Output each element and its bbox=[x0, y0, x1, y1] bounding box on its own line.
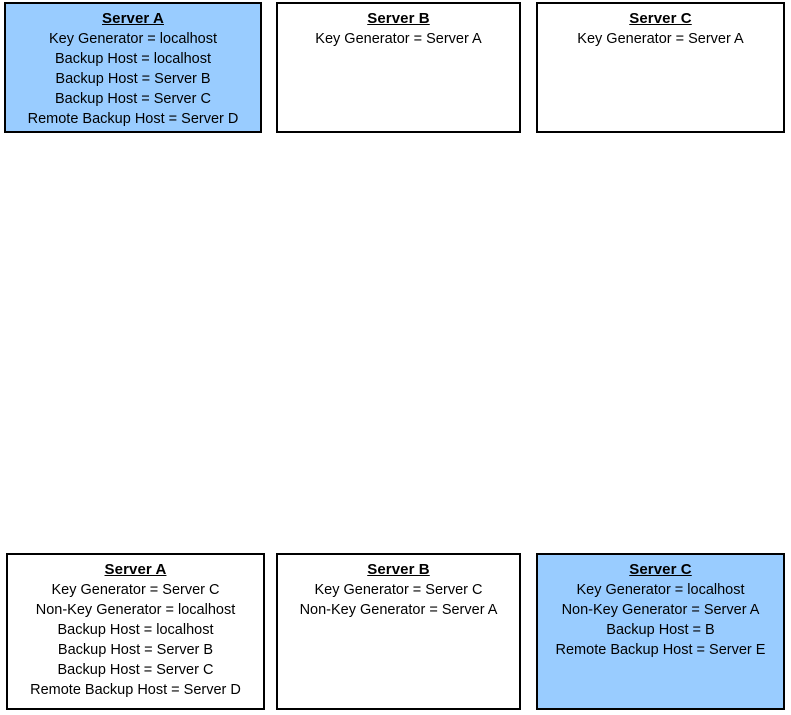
server-box-line: Non-Key Generator = Server A bbox=[299, 602, 498, 618]
server-box-line: Backup Host = Server B bbox=[55, 71, 211, 87]
server-box-line: Key Generator = Server C bbox=[314, 582, 483, 598]
server-box-line: Backup Host = B bbox=[606, 622, 715, 638]
server-box-top-server-c[interactable]: Server C Key Generator = Server A bbox=[536, 2, 785, 133]
server-box-line: Remote Backup Host = Server D bbox=[27, 111, 239, 127]
server-box-line: Key Generator = localhost bbox=[576, 582, 745, 598]
server-box-bottom-server-b[interactable]: Server B Key Generator = Server C Non-Ke… bbox=[276, 553, 521, 710]
server-box-line: Backup Host = Server B bbox=[57, 642, 214, 658]
server-box-line: Backup Host = Server C bbox=[57, 662, 214, 678]
server-box-line: Key Generator = localhost bbox=[48, 31, 218, 47]
server-box-title: Server C bbox=[629, 561, 692, 578]
server-box-top-server-b[interactable]: Server B Key Generator = Server A bbox=[276, 2, 521, 133]
server-box-line: Key Generator = Server A bbox=[315, 31, 482, 47]
server-box-line: Remote Backup Host = Server E bbox=[555, 642, 766, 658]
server-box-title: Server B bbox=[367, 561, 430, 578]
server-box-title: Server B bbox=[367, 10, 430, 27]
server-box-title: Server C bbox=[629, 10, 692, 27]
server-box-line: Non-Key Generator = localhost bbox=[35, 602, 236, 618]
server-box-title: Server A bbox=[104, 561, 167, 578]
server-box-bottom-server-c[interactable]: Server C Key Generator = localhost Non-K… bbox=[536, 553, 785, 710]
server-box-title: Server A bbox=[102, 10, 164, 27]
server-box-line: Key Generator = Server C bbox=[51, 582, 220, 598]
server-box-bottom-server-a[interactable]: Server A Key Generator = Server C Non-Ke… bbox=[6, 553, 265, 710]
server-box-line: Backup Host = localhost bbox=[55, 51, 211, 67]
server-box-top-server-a[interactable]: Server A Key Generator = localhost Backu… bbox=[4, 2, 262, 133]
server-box-line: Key Generator = Server A bbox=[577, 31, 744, 47]
server-box-line: Backup Host = Server C bbox=[55, 91, 211, 107]
server-box-line: Backup Host = localhost bbox=[57, 622, 214, 638]
server-box-line: Remote Backup Host = Server D bbox=[30, 682, 241, 698]
server-box-line: Non-Key Generator = Server A bbox=[561, 602, 760, 618]
